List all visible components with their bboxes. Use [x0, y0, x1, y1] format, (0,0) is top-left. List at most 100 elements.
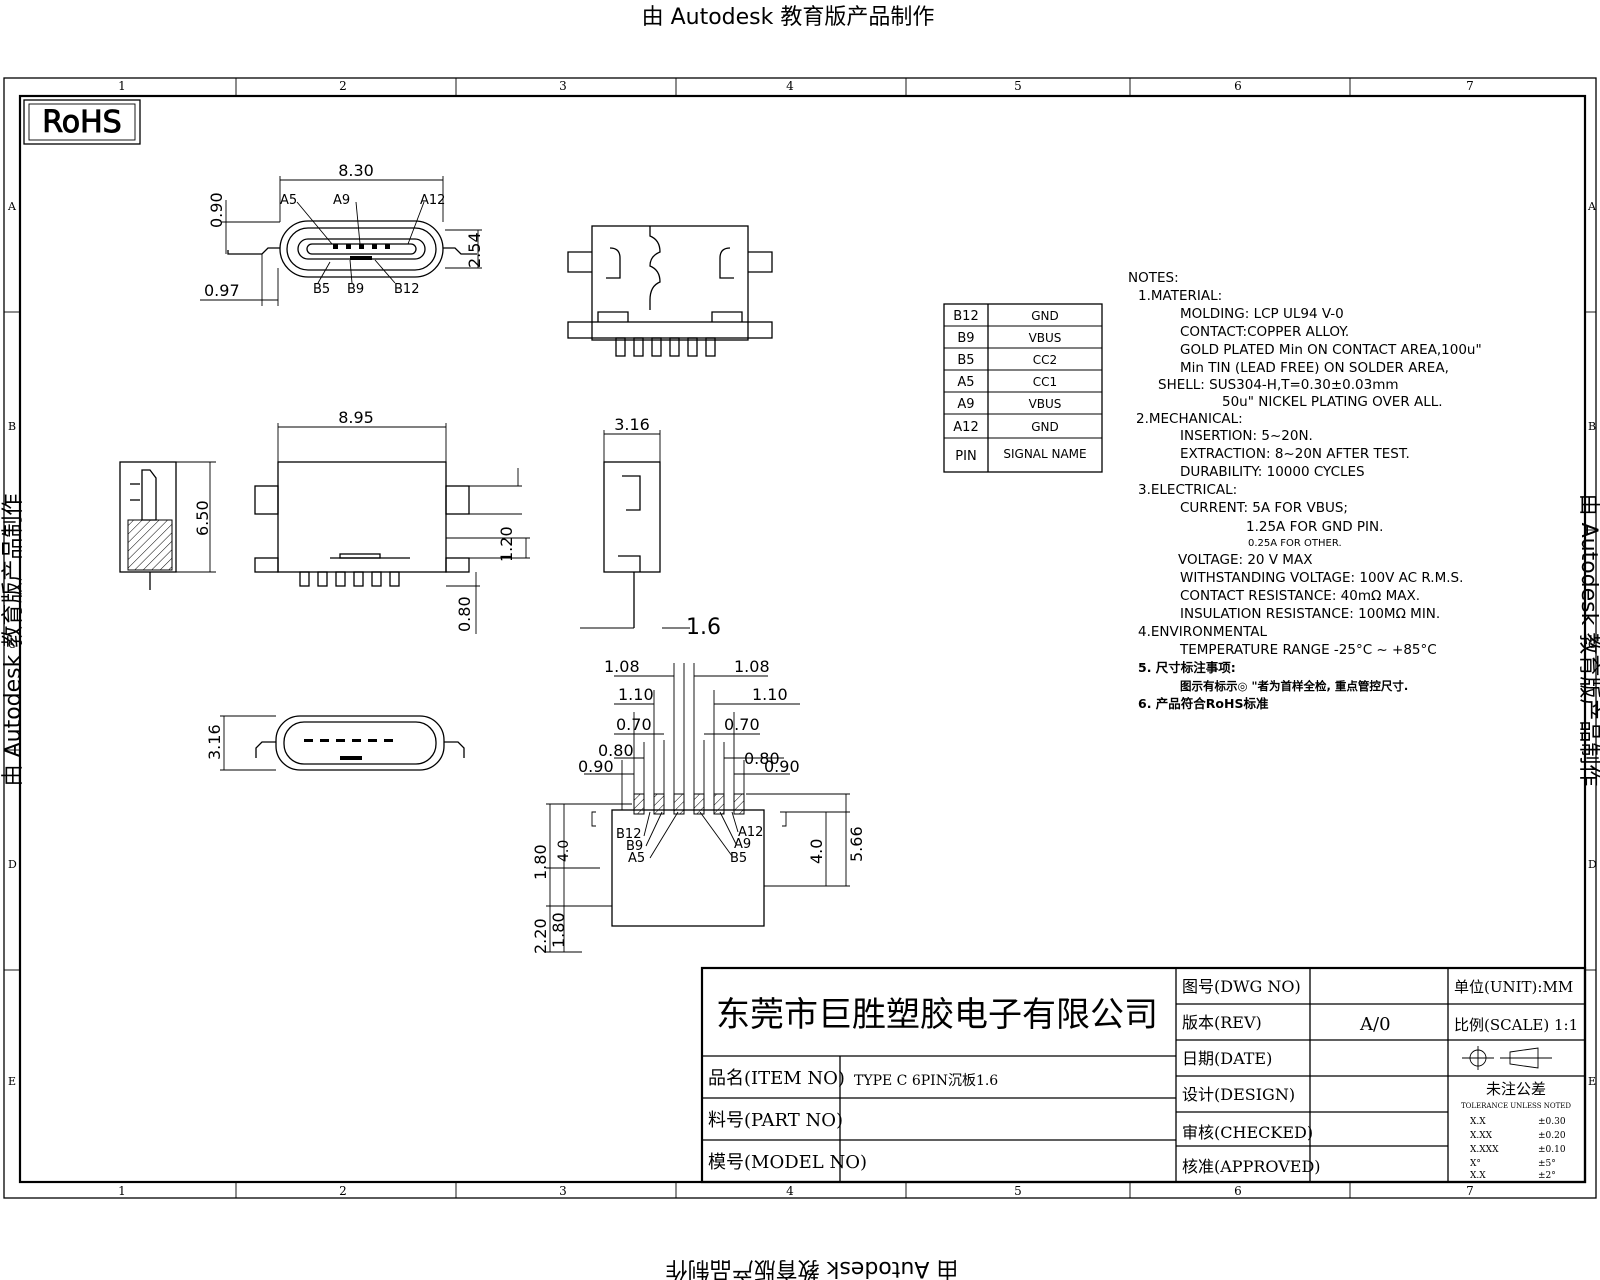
dim-fp-070b: 0.70: [724, 715, 760, 734]
note-line-11: DURABILITY: 10000 CYCLES: [1180, 464, 1365, 480]
dim-fp-110b: 1.10: [752, 685, 788, 704]
row-letter-right-b: B: [1588, 420, 1596, 433]
tol-key-1: X.XX: [1470, 1131, 1493, 1141]
dim-bottom-316: 3.16: [205, 724, 224, 760]
dim-fp-180b: 1.80: [549, 912, 568, 948]
row-letter-left-e: E: [8, 1075, 16, 1088]
col-num-top-1: 1: [118, 79, 126, 93]
model-label: 模号(MODEL NO): [708, 1152, 867, 1173]
dim-top-width: 8.30: [338, 161, 374, 180]
top-view-connector: [567, 225, 773, 357]
tol-key-2: X.XXX: [1470, 1145, 1499, 1155]
tol-val-1: ±0.20: [1538, 1131, 1566, 1141]
col-num-top-5: 5: [1014, 79, 1022, 93]
row-letter-right-e: E: [1588, 1075, 1596, 1088]
dim-fp-108a: 1.08: [604, 657, 640, 676]
pin-table-sig-2: CC2: [1033, 353, 1057, 367]
notes-block: NOTES: 1.MATERIAL: MOLDING: LCP UL94 V-0…: [1128, 270, 1482, 711]
pin-label-a9: A9: [333, 193, 350, 208]
row-letter-right-a: A: [1587, 200, 1597, 213]
dim-top-097: 0.97: [204, 281, 240, 300]
col-num-bot-6: 6: [1234, 1184, 1242, 1198]
rohs-box: RoHS: [23, 99, 141, 145]
zone-ticks: [4, 78, 1596, 1198]
row-letter-right-d: D: [1588, 858, 1597, 871]
col-num-bot-4: 4: [786, 1184, 794, 1198]
col-num-top-2: 2: [339, 79, 347, 93]
pin-table: [943, 303, 1103, 473]
note-line-7: 50u" NICKEL PLATING OVER ALL.: [1222, 394, 1443, 410]
note-line-4: GOLD PLATED Min ON CONTACT AREA,100u": [1180, 342, 1482, 358]
tolerance-title: 未注公差: [1486, 1080, 1546, 1098]
pin-table-sig-5: GND: [1031, 420, 1059, 434]
dim-fp-108b: 1.08: [734, 657, 770, 676]
col-num-bot-1: 1: [118, 1184, 126, 1198]
dim-fp-566: 5.66: [847, 826, 866, 862]
pin-table-pin-0: B12: [953, 309, 978, 324]
tolerance-subtitle: TOLERANCE UNLESS NOTED: [1461, 1102, 1571, 1110]
watermark-top: 由 Autodesk 教育版产品制作: [642, 5, 935, 30]
col-num-top-7: 7: [1466, 79, 1474, 93]
note-line-22: 5. 尺寸标注事项:: [1138, 660, 1236, 675]
col-num-top-3: 3: [559, 79, 567, 93]
fp-label-b9: B9: [626, 839, 643, 854]
tol-val-2: ±0.10: [1538, 1145, 1566, 1155]
bottom-view-connector: [220, 715, 465, 771]
note-line-9: INSERTION: 5~20N.: [1180, 428, 1313, 444]
col-num-bot-7: 7: [1466, 1184, 1474, 1198]
pin-table-pin-5: A12: [953, 420, 978, 435]
col-num-bot-3: 3: [559, 1184, 567, 1198]
tol-val-0: ±0.30: [1538, 1117, 1566, 1127]
dim-fp-080a: 0.80: [598, 741, 634, 760]
unit-label: 单位(UNIT):MM: [1454, 978, 1573, 996]
pin-label-a12: A12: [420, 193, 445, 208]
note-line-10: EXTRACTION: 8~20N AFTER TEST.: [1180, 446, 1410, 462]
watermark-left: 由 Autodesk 教育版产品制作: [1, 494, 26, 787]
pcb-footprint: [546, 663, 850, 953]
watermark-bottom: 由 Autodesk 教育版产品制作: [666, 1256, 959, 1280]
dim-side-16: 1.6: [686, 615, 721, 640]
dim-fp-070a: 0.70: [616, 715, 652, 734]
note-line-15: 0.25A FOR OTHER.: [1248, 538, 1342, 549]
dim-top-254: 2.54: [465, 232, 484, 268]
col-num-top-4: 4: [786, 79, 794, 93]
note-line-23: 图示有标示◎ "者为首样全检, 重点管控尺寸.: [1180, 679, 1408, 693]
dim-fp-40a: 4.0: [556, 840, 572, 862]
date-label: 日期(DATE): [1182, 1049, 1272, 1068]
note-line-1: 1.MATERIAL:: [1138, 288, 1222, 304]
pin-table-sig-4: VBUS: [1029, 397, 1062, 411]
dim-mid-width: 8.95: [338, 408, 374, 427]
tol-key-4: X.X: [1470, 1171, 1486, 1181]
note-line-13: CURRENT: 5A FOR VBUS;: [1180, 500, 1348, 516]
scale-label: 比例(SCALE) 1:1: [1454, 1016, 1578, 1034]
side-section-view: [119, 461, 216, 590]
dim-fp-090a: 0.90: [578, 757, 614, 776]
note-line-8: 2.MECHANICAL:: [1136, 411, 1243, 427]
dim-mid-120: 1.20: [497, 526, 516, 562]
dim-fp-220: 2.20: [531, 918, 550, 954]
pin-table-sig-0: GND: [1031, 309, 1059, 323]
row-letter-left-b: B: [8, 420, 16, 433]
note-line-18: CONTACT RESISTANCE: 40mΩ MAX.: [1180, 588, 1420, 604]
note-line-3: CONTACT:COPPER ALLOY.: [1180, 324, 1349, 340]
dim-fp-40b: 4.0: [807, 839, 826, 864]
note-line-19: INSULATION RESISTANCE: 100MΩ MIN.: [1180, 606, 1440, 622]
checked-label: 审核(CHECKED): [1182, 1123, 1313, 1142]
pin-label-b12: B12: [394, 282, 419, 297]
approved-label: 核准(APPROVED): [1182, 1157, 1321, 1176]
part-label: 料号(PART NO): [708, 1110, 843, 1131]
pin-label-b9: B9: [347, 282, 364, 297]
col-num-bot-2: 2: [339, 1184, 347, 1198]
company-name: 东莞市巨胜塑胶电子有限公司: [716, 995, 1158, 1035]
tol-val-4: ±2°: [1538, 1171, 1556, 1181]
note-line-5: Min TIN (LEAD FREE) ON SOLDER AREA,: [1180, 360, 1449, 376]
fp-label-b12: B12: [616, 827, 641, 842]
row-letter-left-d: D: [8, 858, 17, 871]
pin-table-pin-4: A9: [957, 397, 974, 412]
note-line-17: WITHSTANDING VOLTAGE: 100V AC R.M.S.: [1180, 570, 1463, 586]
dim-mid-080: 0.80: [455, 596, 474, 632]
pin-label-b5: B5: [313, 282, 330, 297]
dim-fp-180a: 1.80: [531, 844, 550, 880]
dim-top-090: 0.90: [207, 192, 226, 228]
